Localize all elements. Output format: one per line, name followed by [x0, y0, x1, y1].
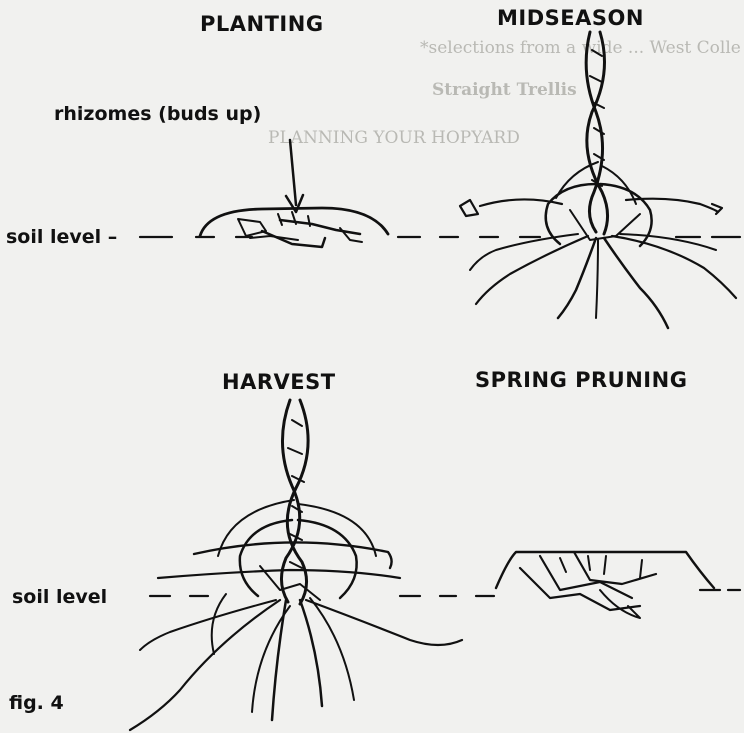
rhizomes-label: rhizomes (buds up): [54, 103, 261, 125]
spring-pruning-illustration: [496, 552, 714, 618]
spring-pruning-label: SPRING PRUNING: [475, 368, 687, 392]
soil-level-label-bottom: soil level: [12, 586, 107, 608]
planting-illustration: [200, 140, 388, 247]
soil-level-label-top: soil level –: [6, 226, 117, 248]
midseason-illustration: [460, 32, 736, 328]
figure-label: fig. 4: [9, 692, 64, 714]
harvest-illustration: [130, 400, 462, 730]
soil-line-bottom: [150, 590, 740, 596]
planting-label: PLANTING: [200, 12, 324, 36]
midseason-label: MIDSEASON: [497, 6, 644, 30]
harvest-label: HARVEST: [222, 370, 336, 394]
